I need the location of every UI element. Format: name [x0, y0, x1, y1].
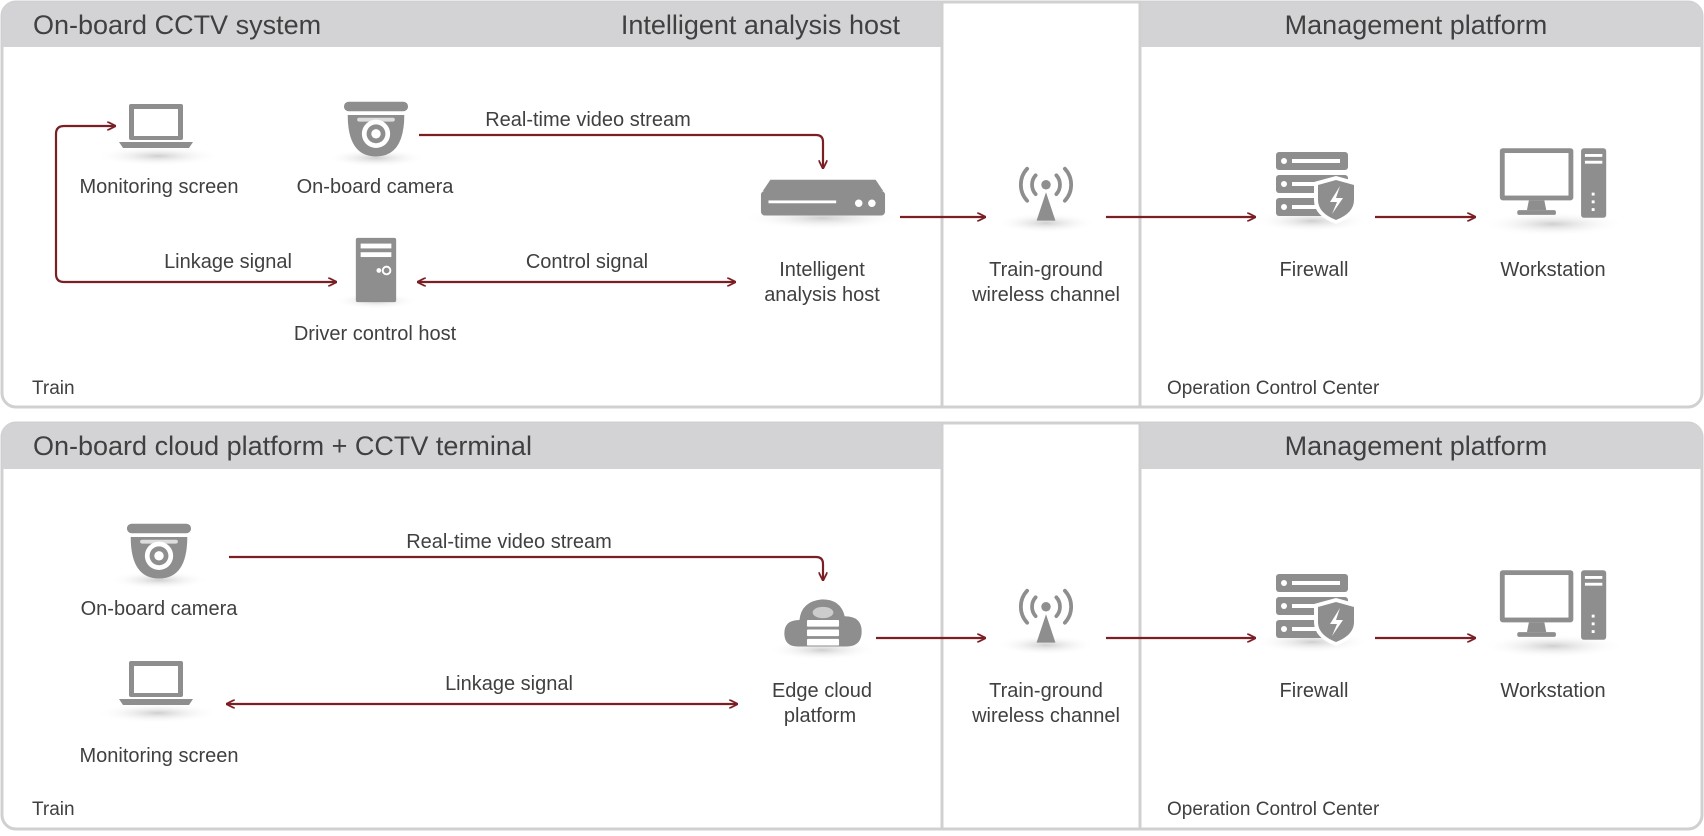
label-intelligent-host-l1: Intelligent — [779, 259, 865, 281]
wireless-node-bottom — [996, 588, 1096, 655]
server-tower-icon — [354, 236, 398, 304]
label-occ-bottom: Operation Control Center — [1167, 799, 1380, 820]
header-band-left — [2, 2, 941, 47]
label-control-signal: Control signal — [526, 251, 648, 273]
header-band-left-bottom — [2, 423, 941, 469]
label-edge-cloud-l1: Edge cloud — [772, 680, 872, 702]
label-monitoring-screen-bottom: Monitoring screen — [80, 745, 239, 767]
workstation-node-top — [1481, 148, 1625, 236]
label-realtime-video-top: Real-time video stream — [485, 109, 691, 131]
label-monitoring-screen-top: Monitoring screen — [80, 176, 239, 198]
label-wireless-top-l1: Train-ground — [989, 259, 1103, 281]
header-intelligent-host: Intelligent analysis host — [621, 10, 901, 40]
label-edge-cloud-l2: platform — [784, 705, 856, 727]
label-onboard-camera-top: On-board camera — [297, 176, 455, 198]
header-management-platform: Management platform — [1285, 10, 1548, 40]
label-intelligent-host-l2: analysis host — [764, 284, 880, 306]
label-wireless-top-l2: wireless channel — [971, 284, 1120, 306]
intelligent-host-node — [741, 179, 905, 230]
header-onboard-cctv: On-board CCTV system — [33, 10, 321, 40]
label-onboard-camera-bottom: On-board camera — [81, 598, 239, 620]
analysis-host-icon — [760, 179, 886, 216]
label-realtime-video-bottom: Real-time video stream — [406, 531, 612, 553]
firewall-icon — [1276, 574, 1358, 646]
label-occ-top: Operation Control Center — [1167, 378, 1380, 399]
label-driver-control-host: Driver control host — [294, 323, 457, 345]
label-train-top: Train — [32, 378, 75, 399]
arrow-linkage-top — [54, 126, 336, 282]
driver-control-host-node — [334, 236, 418, 309]
label-wireless-bottom-l1: Train-ground — [989, 680, 1103, 702]
panel-top: On-board CCTV system Intelligent analysi… — [0, 0, 1704, 409]
label-wireless-bottom-l2: wireless channel — [971, 705, 1120, 727]
wireless-node-top — [996, 166, 1096, 233]
label-linkage-top: Linkage signal — [164, 251, 292, 273]
header-onboard-cloud: On-board cloud platform + CCTV terminal — [33, 431, 532, 461]
workstation-node-bottom — [1481, 570, 1625, 658]
edge-cloud-node — [767, 599, 877, 660]
header-management-platform-bottom: Management platform — [1285, 431, 1548, 461]
header-band-right-bottom — [1140, 423, 1702, 469]
panel-bottom: On-board cloud platform + CCTV terminal … — [0, 421, 1704, 831]
onboard-camera-node-bottom — [109, 523, 209, 589]
onboard-camera-node — [326, 101, 426, 167]
arrow-realtime-video-top — [419, 133, 823, 168]
firewall-node-top — [1254, 152, 1370, 232]
firewall-node-bottom — [1254, 574, 1370, 653]
label-linkage-bottom: Linkage signal — [445, 673, 573, 695]
monitoring-screen-node-bottom — [96, 661, 220, 723]
arrow-realtime-video-bottom — [229, 555, 823, 580]
label-workstation-top: Workstation — [1500, 259, 1605, 281]
label-firewall-bottom: Firewall — [1280, 680, 1349, 702]
label-train-bottom: Train — [32, 799, 75, 820]
label-workstation-bottom: Workstation — [1500, 680, 1605, 702]
firewall-icon — [1276, 152, 1358, 224]
header-band-right — [1140, 2, 1702, 47]
label-firewall-top: Firewall — [1280, 259, 1349, 281]
